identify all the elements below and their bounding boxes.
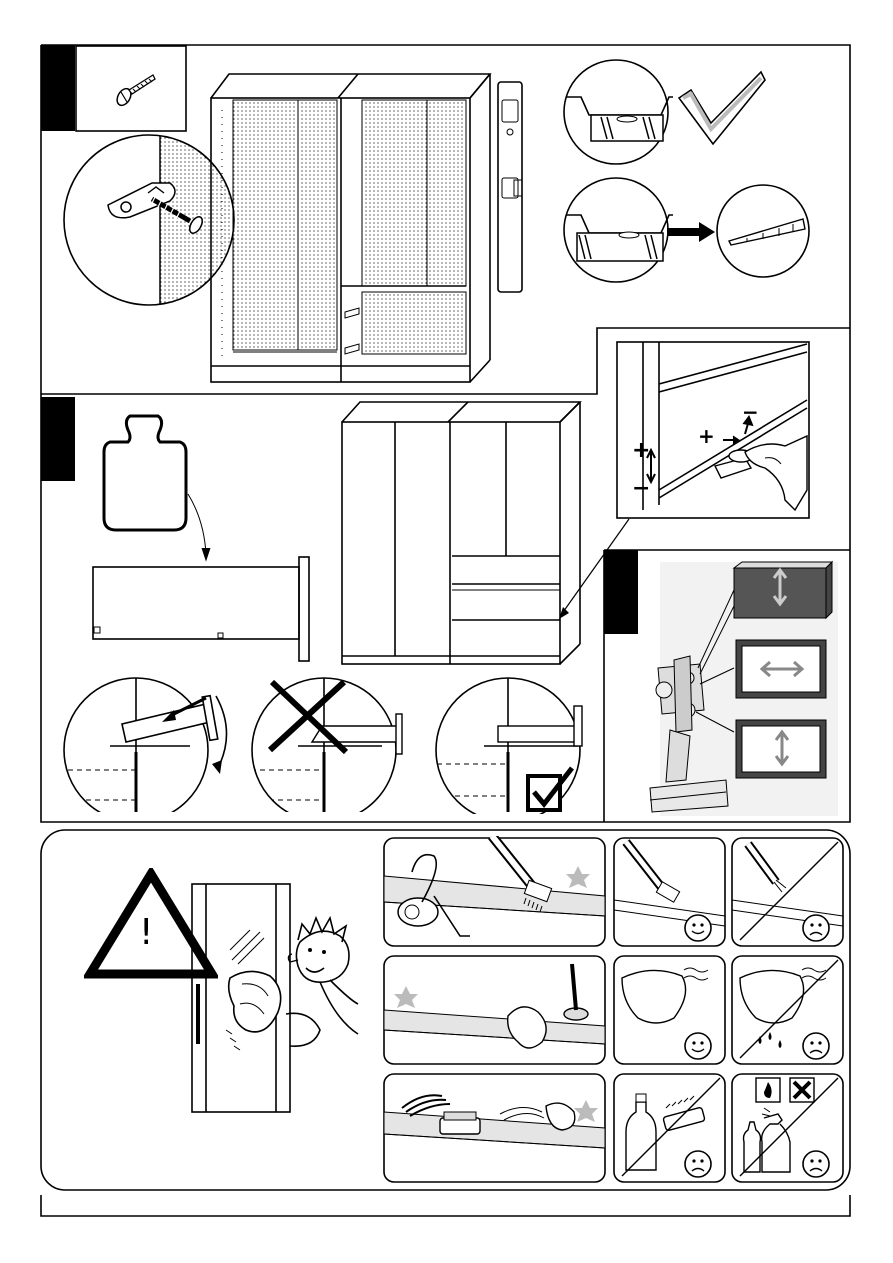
polisher-icon bbox=[564, 964, 588, 1020]
smiley-sad-icon bbox=[803, 1033, 829, 1059]
tile-detergent-bad bbox=[612, 1072, 727, 1184]
smiley-sad-icon bbox=[803, 1151, 829, 1177]
tile-wet-cloth-bad bbox=[730, 954, 845, 1066]
minus-sign: − bbox=[632, 478, 650, 500]
screw-icon bbox=[114, 75, 155, 108]
step-block-1 bbox=[41, 45, 75, 131]
pointer-arrow-icon bbox=[555, 515, 635, 625]
smiley-sad-icon bbox=[803, 915, 829, 941]
hinge-adjustment-illustration bbox=[630, 560, 840, 818]
drawer-tilt-insert-detail bbox=[50, 672, 240, 812]
step-block-2 bbox=[41, 397, 75, 481]
tile-chemicals-bad bbox=[730, 1072, 845, 1184]
level-incorrect-detail bbox=[561, 175, 681, 287]
tile-sponge-wipe bbox=[382, 1072, 607, 1184]
screw-box bbox=[75, 45, 187, 132]
wedge-shim-icon bbox=[729, 219, 805, 245]
minus-sign: − bbox=[742, 402, 759, 422]
tile-polish-cloth bbox=[382, 954, 607, 1066]
flammable-icon bbox=[756, 1078, 780, 1102]
smiley-happy-icon bbox=[685, 915, 711, 941]
drawer-correct-insert-detail bbox=[428, 672, 588, 814]
harmful-x-icon bbox=[790, 1078, 814, 1102]
tile-brush-good bbox=[612, 836, 727, 948]
cloth-icon bbox=[508, 1007, 546, 1048]
wedge-shim-detail bbox=[713, 183, 813, 279]
plus-sign: + bbox=[632, 440, 650, 462]
plus-sign: + bbox=[698, 426, 715, 446]
tile-brush-bad bbox=[730, 836, 845, 948]
drawer-wrong-insert-detail bbox=[242, 672, 412, 812]
wardrobe-open-illustration bbox=[205, 70, 495, 390]
smiley-sad-icon bbox=[685, 1151, 711, 1177]
drawer-side-view bbox=[90, 555, 315, 665]
check-mark-icon bbox=[677, 68, 769, 148]
detergent-bottle-icon bbox=[626, 1094, 656, 1170]
smiley-happy-icon bbox=[685, 1033, 711, 1059]
spirit-level-icon bbox=[496, 80, 526, 294]
cross-mark-icon bbox=[270, 682, 346, 752]
sponge-icon bbox=[440, 1112, 480, 1134]
arrow-right-icon bbox=[665, 220, 717, 244]
mirror-cleaning-illustration bbox=[190, 880, 360, 1116]
level-correct-detail bbox=[561, 57, 681, 169]
tile-dry-cloth-good bbox=[612, 954, 727, 1066]
weight-icon bbox=[100, 412, 190, 534]
warning-mark: ! bbox=[139, 915, 153, 951]
tile-vacuum-brush bbox=[382, 836, 607, 948]
wardrobe-closed-illustration bbox=[338, 398, 584, 668]
checkbox-check-icon bbox=[528, 768, 572, 810]
